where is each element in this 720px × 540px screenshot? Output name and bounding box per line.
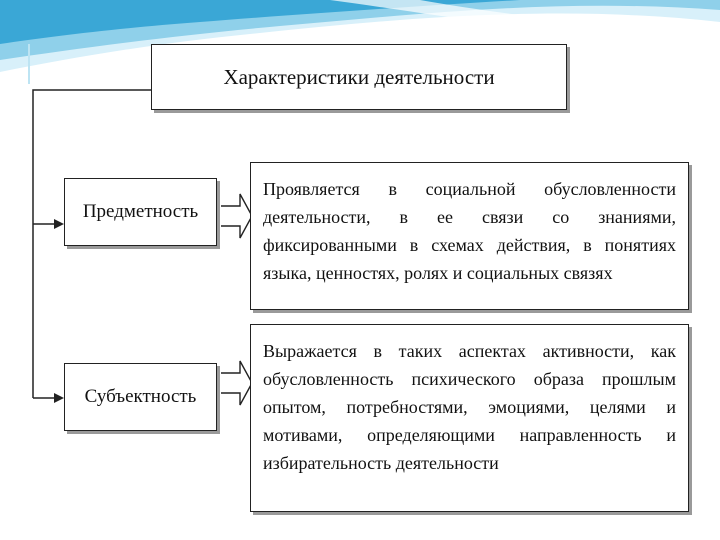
- description-text: Выражается в таких аспектах активности, …: [263, 341, 676, 473]
- description-box-subektnost: Выражается в таких аспектах активности, …: [250, 324, 689, 512]
- decorative-wave: [0, 0, 720, 84]
- title-box: Характеристики деятельности: [151, 44, 567, 110]
- diagram-title: Характеристики деятельности: [223, 64, 495, 89]
- label-text: Предметность: [82, 201, 199, 222]
- hollow-arrow-2: [221, 360, 253, 406]
- label-box-subektnost: Субъектность: [64, 363, 217, 431]
- branch-arrowhead-2: [54, 393, 64, 403]
- branch-arrowhead-1: [54, 219, 64, 229]
- trunk-line: [32, 89, 151, 398]
- description-box-predmetnost: Проявляется в социальной обусловленности…: [250, 162, 689, 310]
- hollow-arrow-1: [221, 193, 253, 239]
- label-box-predmetnost: Предметность: [64, 178, 217, 246]
- label-text: Субъектность: [84, 386, 197, 407]
- description-text: Проявляется в социальной обусловленности…: [263, 179, 676, 283]
